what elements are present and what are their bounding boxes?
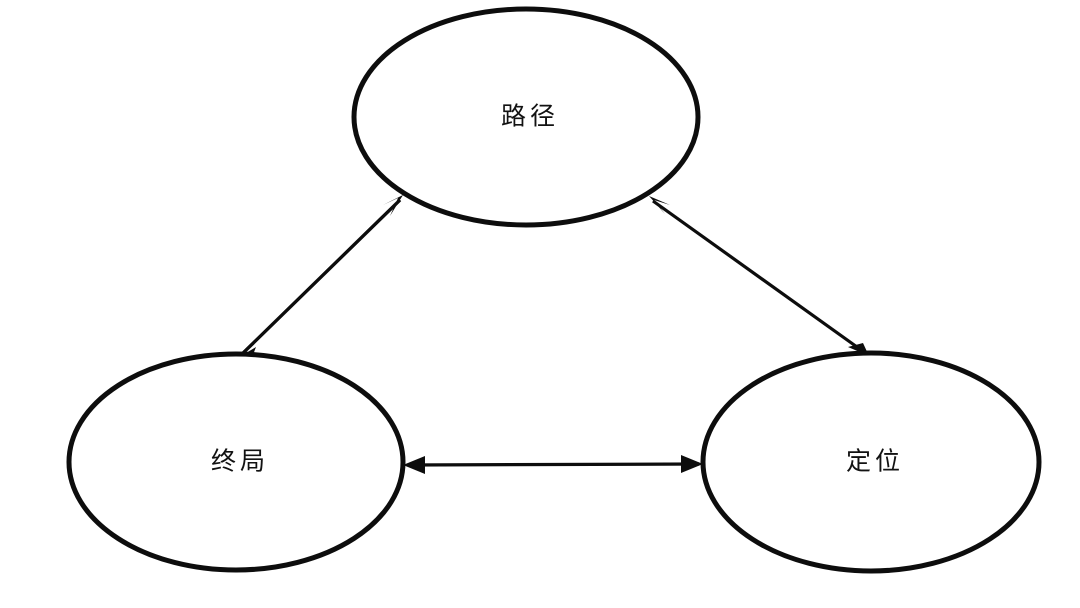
arrowhead-toward-endgame-horizontal xyxy=(403,456,425,474)
node-positioning-ellipse[interactable] xyxy=(700,350,1042,574)
edge-endgame-positioning-line xyxy=(407,462,700,467)
node-path-label: 路径 xyxy=(501,103,559,131)
edge-endgame-positioning xyxy=(403,455,703,474)
edge-endgame-path xyxy=(236,195,403,365)
node-path-ellipse[interactable] xyxy=(351,6,701,228)
edge-path-positioning-line xyxy=(652,199,865,354)
node-positioning-label: 定位 xyxy=(846,448,904,476)
node-endgame[interactable]: 终局 xyxy=(66,351,406,573)
edge-path-positioning xyxy=(649,196,869,356)
node-path[interactable]: 路径 xyxy=(351,6,701,228)
node-positioning[interactable]: 定位 xyxy=(700,350,1042,574)
edge-endgame-path-line-b xyxy=(240,198,402,356)
arrowhead-toward-path-right xyxy=(649,196,670,214)
node-endgame-label: 终局 xyxy=(211,448,269,476)
node-endgame-ellipse[interactable] xyxy=(66,351,406,573)
arrowhead-toward-positioning-horizontal xyxy=(681,455,703,473)
arrowhead-toward-path-left xyxy=(383,195,403,216)
